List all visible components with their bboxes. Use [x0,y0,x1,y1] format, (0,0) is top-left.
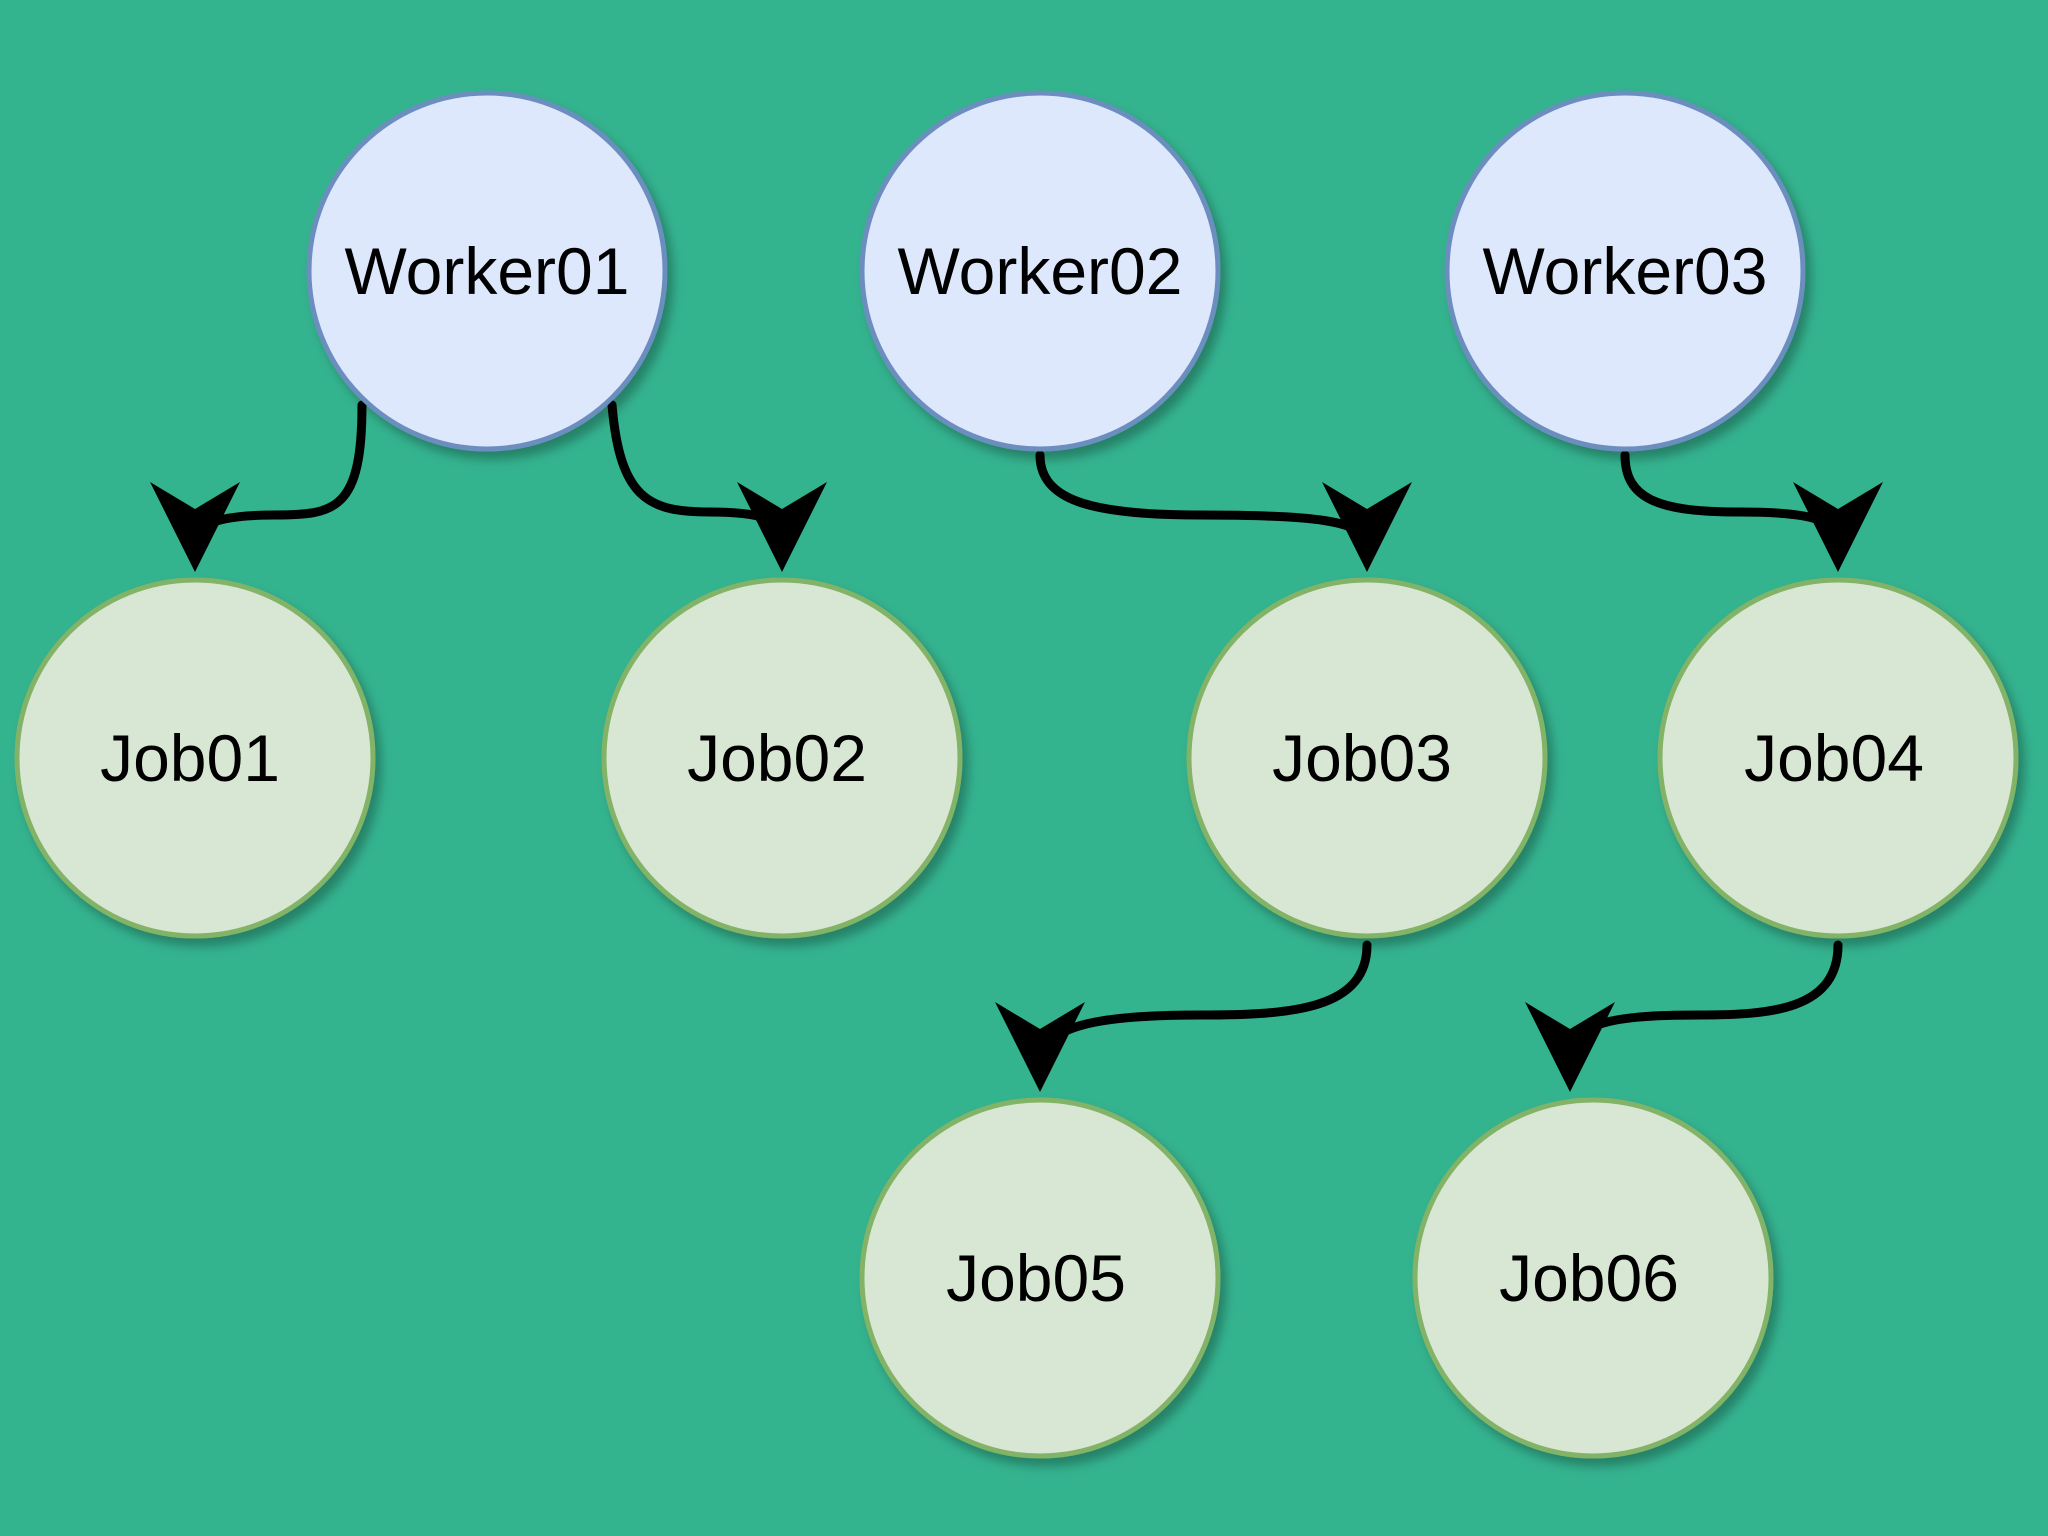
edge-worker01-job02[interactable] [607,400,827,572]
job05-node[interactable]: Job05 [859,1097,1221,1459]
worker02-node[interactable]: Worker02 [859,90,1221,452]
job05-circle [859,1097,1221,1459]
job02-circle [601,577,963,939]
edge-worker01-job01[interactable] [150,400,367,572]
edge-job04-job06[interactable] [1525,940,1843,1092]
job03-node[interactable]: Job03 [1186,577,1548,939]
job05-label: Job05 [946,1241,1126,1315]
worker01-node[interactable]: Worker01 [306,90,668,452]
job06-label: Job06 [1499,1241,1679,1315]
job01-circle [14,577,376,939]
job06-circle [1412,1097,1774,1459]
edges-layer [150,400,1883,1092]
job01-node[interactable]: Job01 [14,577,376,939]
worker03-circle [1444,90,1806,452]
job02-label: Job02 [687,721,867,795]
worker02-circle [859,90,1221,452]
job04-label: Job04 [1744,721,1924,795]
edge-job03-job05[interactable] [995,940,1372,1092]
edge-worker03-job04[interactable] [1620,450,1883,572]
job04-circle [1657,577,2019,939]
job03-label: Job03 [1272,721,1452,795]
worker03-label: Worker03 [1483,234,1768,308]
worker02-label: Worker02 [898,234,1183,308]
edge-worker02-job03[interactable] [1035,450,1412,572]
job03-circle [1186,577,1548,939]
job04-node[interactable]: Job04 [1657,577,2019,939]
job06-node[interactable]: Job06 [1412,1097,1774,1459]
job02-node[interactable]: Job02 [601,577,963,939]
worker01-circle [306,90,668,452]
worker03-node[interactable]: Worker03 [1444,90,1806,452]
worker01-label: Worker01 [345,234,630,308]
job01-label: Job01 [100,721,280,795]
